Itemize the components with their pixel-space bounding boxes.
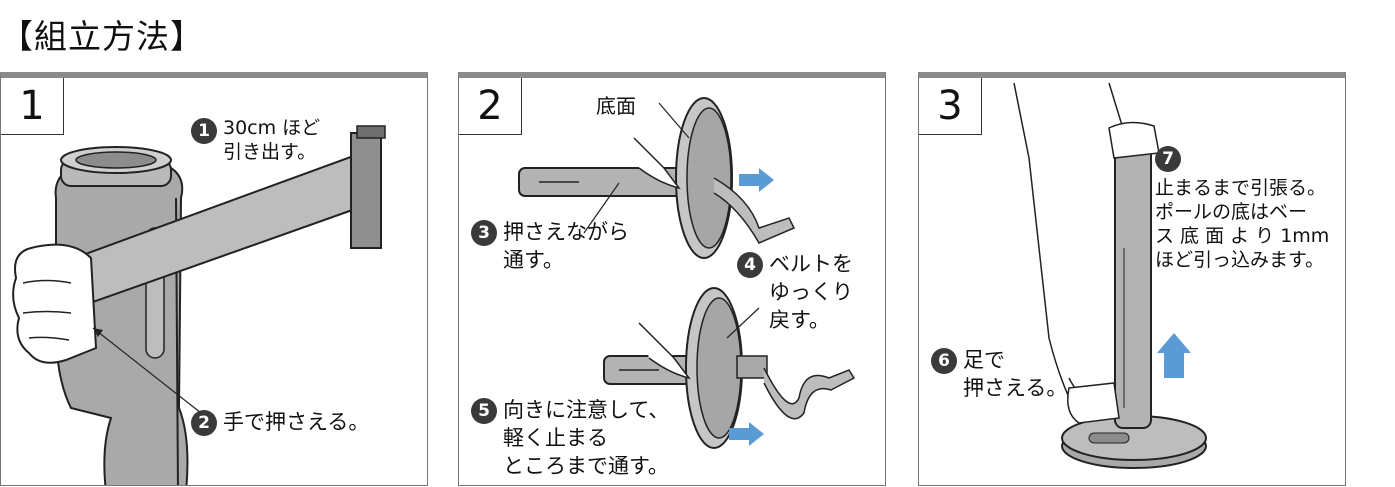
panel-number: 1 xyxy=(1,78,64,135)
step-number-badge: 3 xyxy=(471,220,497,246)
step-1: 1 30cm ほど 引き出す。 xyxy=(191,116,320,164)
step-text: 向きに注意して、 軽く止まる ところまで通す。 xyxy=(503,398,670,478)
step-4: 4 ベルトを ゆっくり 戻す。 xyxy=(737,250,853,334)
panel-1: 1 1 30cm ほど 引き出す。 2 手で押さえる。 xyxy=(0,72,428,486)
step-3: 3 押さえながら 通す。 xyxy=(471,218,629,274)
bottom-face-label: 底面 xyxy=(596,94,636,118)
panel-number: 2 xyxy=(459,78,522,135)
step-6: 6 足で 押さえる。 xyxy=(931,346,1067,402)
step-text: 手で押さえる。 xyxy=(223,410,370,434)
step-5: 5 向きに注意して、 軽く止まる ところまで通す。 xyxy=(471,396,669,480)
step-number-badge: 7 xyxy=(1155,146,1181,172)
pole-holding-illustration xyxy=(12,125,386,485)
step-text: 30cm ほど 引き出す。 xyxy=(223,117,321,163)
step-number-badge: 5 xyxy=(471,398,497,424)
step-number-badge: 6 xyxy=(931,348,957,374)
step-2: 2 手で押さえる。 xyxy=(191,408,369,436)
panel-3: 3 7 止まるまで引張る。 ポールの底はベー ス 底 面 よ り 1mm ほど引… xyxy=(918,72,1346,486)
page-title: 【組立方法】 xyxy=(0,17,204,56)
step-number-badge: 4 xyxy=(737,252,763,278)
step-text: 押さえながら 通す。 xyxy=(503,220,629,272)
panel-number: 3 xyxy=(919,78,982,135)
panel-2: 2 底面 3 押さえながら 通す。 4 ベルトを ゆっくり 戻す。 5 向きに注… xyxy=(458,72,886,486)
step-text: ベルトを ゆっくり 戻す。 xyxy=(769,252,853,332)
step-number-badge: 1 xyxy=(191,118,217,144)
step-7: 7 xyxy=(1155,144,1181,172)
step-number-badge: 2 xyxy=(191,410,217,436)
base-assembly-illustration xyxy=(518,97,856,449)
step-7-text: 止まるまで引張る。 ポールの底はベー ス 底 面 よ り 1mm ほど引っ込みま… xyxy=(1155,177,1330,271)
step-text: 足で 押さえる。 xyxy=(963,348,1068,400)
pole-standing-illustration xyxy=(1013,82,1207,469)
